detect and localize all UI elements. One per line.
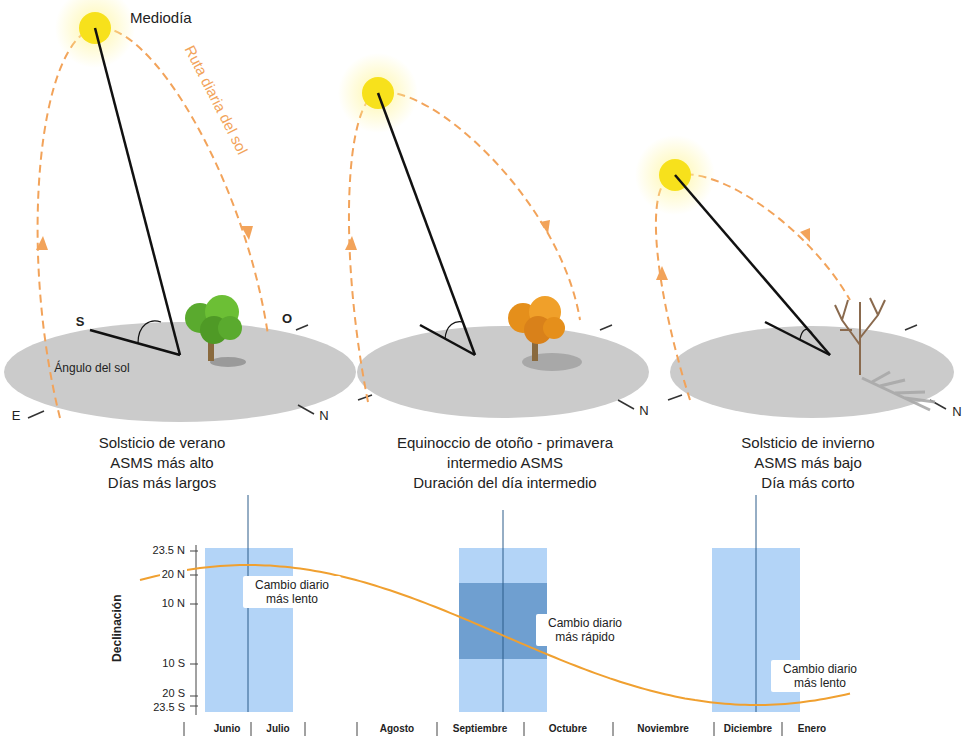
axis-tick-label: 23.5 S — [151, 701, 187, 714]
season-caption: intermedio ASMS — [447, 454, 563, 472]
callout-note: Cambio diario más lento — [771, 660, 869, 693]
season-caption: ASMS más bajo — [754, 454, 862, 472]
axis-tick-label: 10 N — [160, 597, 187, 610]
axis-tick-label: 23.5 N — [151, 544, 187, 557]
season-caption: Solsticio de verano — [99, 434, 226, 452]
direction-label: O — [282, 311, 292, 327]
month-label: Septiembre — [451, 723, 509, 735]
month-label: Diciembre — [722, 723, 774, 735]
direction-label: S — [76, 314, 85, 330]
season-caption: Días más largos — [108, 474, 216, 492]
axis-tick-label: 20 N — [160, 568, 187, 581]
callout-note: Cambio diario más lento — [243, 576, 341, 609]
month-label: Agosto — [378, 723, 416, 735]
noon-label: Mediodía — [130, 9, 192, 27]
path-label: Ruta diaria del sol — [181, 42, 252, 157]
callout-note: Cambio diario más rápido — [536, 614, 634, 647]
direction-label: N — [319, 408, 328, 424]
month-label: Junio — [212, 723, 243, 735]
season-caption: Día más corto — [761, 474, 854, 492]
direction-label: E — [12, 408, 21, 424]
month-label: Enero — [796, 723, 828, 735]
season-caption: ASMS más alto — [110, 454, 213, 472]
direction-label: N — [639, 403, 648, 419]
axis-tick-label: 10 S — [160, 657, 187, 670]
axis-tick-label: 20 S — [160, 687, 187, 700]
axis-title: Declinación — [111, 594, 125, 661]
month-label: Julio — [264, 723, 291, 735]
direction-label: N — [952, 404, 961, 420]
season-caption: Duración del día intermedio — [413, 474, 596, 492]
season-caption: Solsticio de invierno — [741, 434, 874, 452]
month-label: Octubre — [547, 723, 589, 735]
season-caption: Equinoccio de otoño - primavera — [397, 434, 613, 452]
angle-label: Ángulo del sol — [54, 361, 129, 375]
month-label: Noviembre — [635, 723, 691, 735]
